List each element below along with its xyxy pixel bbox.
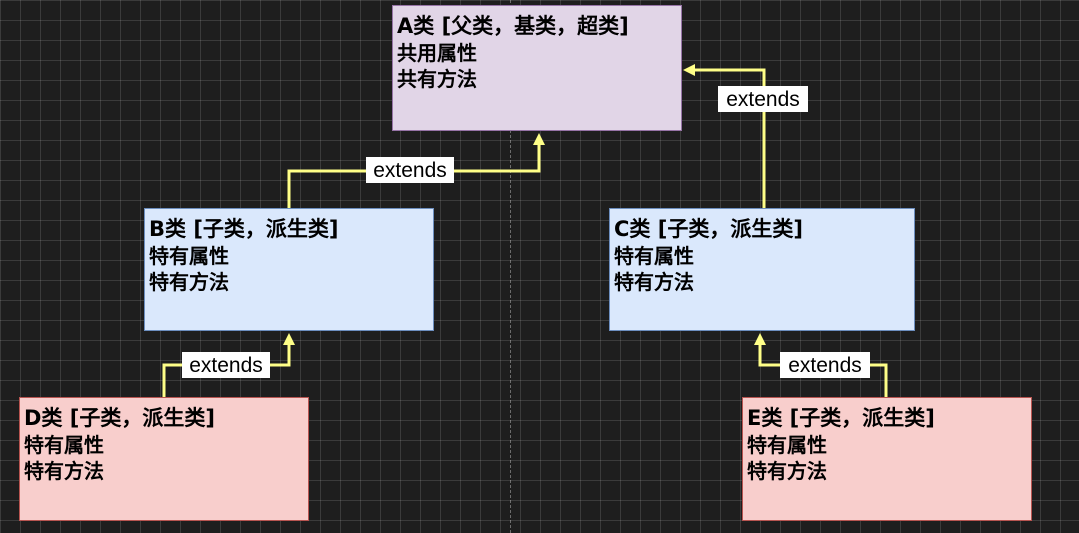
class-e-methods: 特有方法 bbox=[747, 459, 827, 483]
class-d-title: D类 [子类，派生类] bbox=[24, 406, 215, 430]
class-b-title: B类 [子类，派生类] bbox=[149, 217, 339, 241]
class-e-title: E类 [子类，派生类] bbox=[747, 406, 935, 430]
class-a-title: A类 [父类，基类，超类] bbox=[397, 14, 629, 38]
class-a-box[interactable]: A类 [父类，基类，超类] 共用属性 共有方法 bbox=[392, 5, 682, 131]
edge-e-to-c-label-bg bbox=[780, 352, 870, 378]
class-a-methods: 共有方法 bbox=[397, 67, 477, 91]
edge-e-to-c-arrowhead bbox=[754, 333, 766, 345]
class-b-methods: 特有方法 bbox=[149, 270, 229, 294]
edge-b-to-a-label-bg bbox=[366, 157, 454, 183]
edge-c-to-a-label: extends bbox=[726, 88, 800, 111]
class-c-title: C类 [子类，派生类] bbox=[614, 217, 803, 241]
edge-d-to-b-label-bg bbox=[182, 352, 270, 378]
edge-d-to-b-label: extends bbox=[189, 354, 263, 377]
edge-c-to-a-label-bg bbox=[718, 86, 808, 112]
class-c-attributes: 特有属性 bbox=[614, 244, 694, 268]
class-b-attributes: 特有属性 bbox=[149, 244, 229, 268]
class-e-box[interactable]: E类 [子类，派生类] 特有属性 特有方法 bbox=[742, 397, 1032, 521]
class-c-box[interactable]: C类 [子类，派生类] 特有属性 特有方法 bbox=[609, 208, 915, 331]
class-d-attributes: 特有属性 bbox=[24, 433, 104, 457]
edge-b-to-a-label: extends bbox=[373, 159, 447, 182]
edge-c-to-a-arrowhead bbox=[683, 64, 695, 76]
edge-b-to-a-arrowhead bbox=[533, 133, 545, 145]
edge-d-to-b-arrowhead bbox=[283, 333, 295, 345]
class-e-attributes: 特有属性 bbox=[747, 433, 827, 457]
class-d-box[interactable]: D类 [子类，派生类] 特有属性 特有方法 bbox=[19, 397, 309, 521]
center-guide-line bbox=[510, 0, 511, 533]
edge-e-to-c-label: extends bbox=[788, 354, 862, 377]
class-b-box[interactable]: B类 [子类，派生类] 特有属性 特有方法 bbox=[144, 208, 434, 331]
class-a-attributes: 共用属性 bbox=[397, 41, 477, 65]
class-d-methods: 特有方法 bbox=[24, 459, 104, 483]
class-c-methods: 特有方法 bbox=[614, 270, 694, 294]
edge-c-to-a-line[interactable] bbox=[694, 68, 766, 208]
